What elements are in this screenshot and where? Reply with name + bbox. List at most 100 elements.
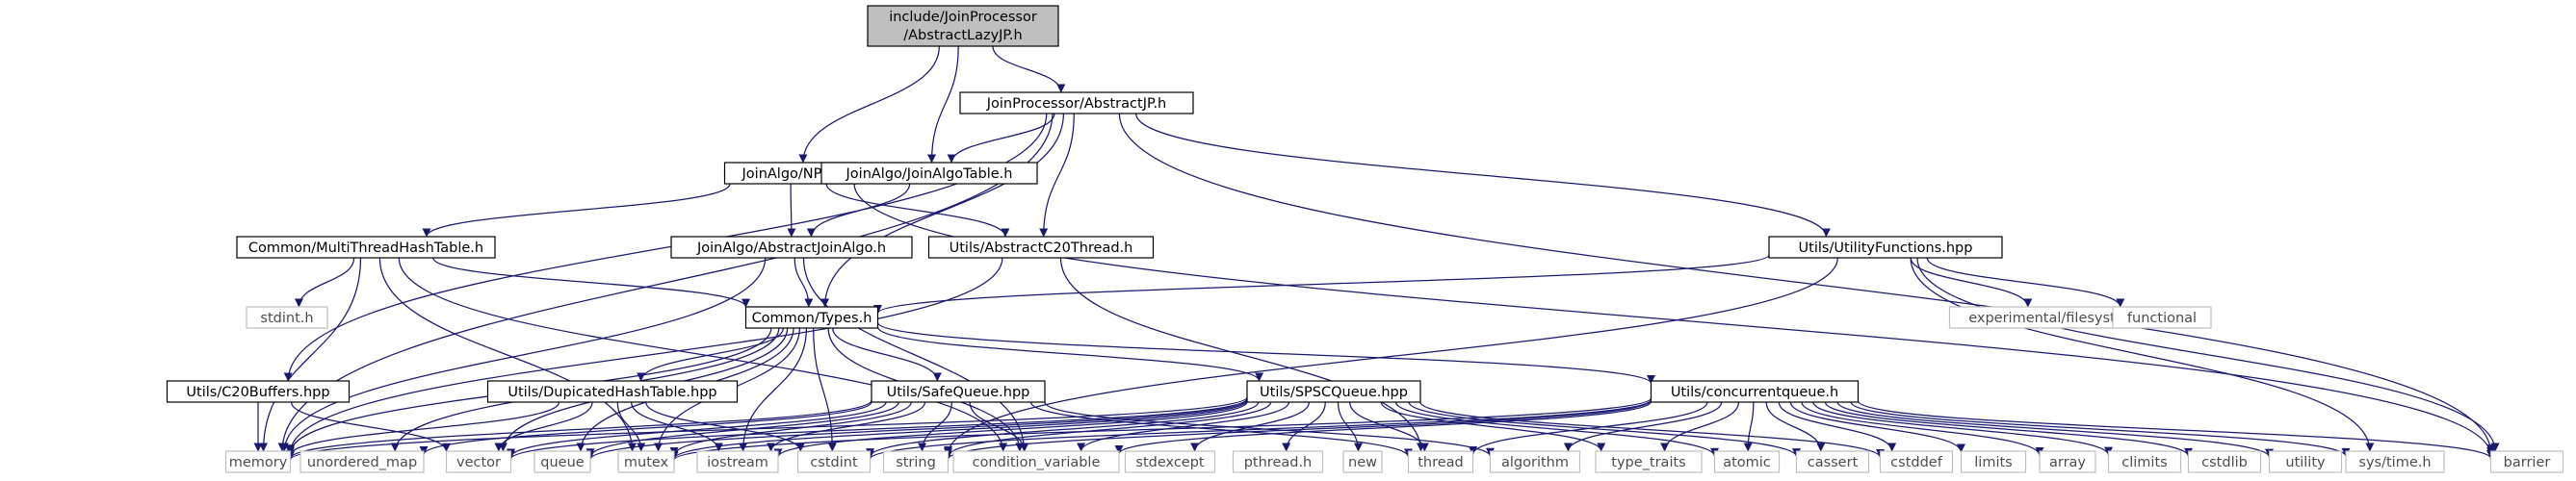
node-include-joinprocessor-abstractlazyjp-h[interactable]: include/JoinProcessor/AbstractLazyJP.h (867, 5, 1059, 47)
node-label: thread (1418, 455, 1464, 470)
node-label: queue (540, 455, 585, 470)
edge-concqueue-to-string (944, 399, 1652, 460)
node-algorithm: algorithm (1489, 450, 1581, 473)
edge-abstractjp-to-joinalgotable (947, 113, 1055, 164)
node-label: type_traits (1611, 455, 1685, 470)
node-box (927, 236, 1155, 259)
node-sys-time-h: sys/time.h (2345, 450, 2445, 473)
node-box (1595, 450, 1703, 473)
node-box (1246, 380, 1421, 403)
node-label: pthread.h (1244, 455, 1313, 470)
node-box (744, 306, 879, 329)
node-label: JoinAlgo/NPJ.h (742, 166, 840, 182)
node-experimental-filesystem: experimental/filesystem (1948, 306, 2158, 329)
node-pthread-h: pthread.h (1232, 450, 1324, 473)
node-common-types-h[interactable]: Common/Types.h (744, 306, 879, 329)
node-label: Utils/C20Buffers.hpp (186, 385, 329, 400)
edge-concqueue-to-systime (1850, 401, 2351, 457)
node-joinalgo-joinalgotable-h[interactable]: JoinAlgo/JoinAlgoTable.h (820, 162, 1038, 185)
node-box (1650, 380, 1860, 403)
edge-spscqueue-to-mutex (669, 399, 1248, 460)
node-box (445, 450, 512, 473)
edge-c20buffers-to-vector (290, 401, 451, 452)
node-utils-dupicatedhashtable-hpp[interactable]: Utils/DupicatedHashTable.hpp (486, 380, 739, 403)
node-memory: memory (224, 450, 292, 473)
node-box (1713, 450, 1781, 473)
edge-spscqueue-to-vector (507, 397, 1248, 460)
node-label: mutex (624, 455, 669, 470)
edge-utilityfns-to-functional (1926, 257, 2125, 308)
node-box (2489, 450, 2564, 473)
node-utils-spscqueue-hpp[interactable]: Utils/SPSCQueue.hpp (1246, 380, 1421, 403)
edge-spscqueue-to-new (1337, 401, 1363, 452)
edge-npj-to-c20thread (825, 183, 1010, 238)
node-label: JoinAlgo/AbstractJoinAlgo.h (696, 240, 886, 256)
edge-types-to-iostream (739, 327, 808, 452)
node-label: unordered_map (307, 455, 417, 470)
node-queue: queue (533, 450, 591, 473)
edge-spscqueue-to-pthread (1282, 401, 1326, 452)
node-box (1879, 450, 1954, 473)
edge-spscqueue-to-queue (585, 398, 1248, 460)
node-label: cstdlib (2201, 455, 2248, 470)
edge-spscqueue-to-iostream (773, 401, 1248, 458)
node-limits: limits (1960, 450, 2027, 473)
node-box (1342, 450, 1383, 473)
node-label: JoinProcessor/AbstractJP.h (986, 96, 1167, 112)
edge-concqueue-to-condvar (1114, 400, 1652, 455)
node-label: limits (1974, 455, 2012, 470)
node-joinprocessor-abstractjp-h[interactable]: JoinProcessor/AbstractJP.h (959, 91, 1194, 114)
node-box (696, 450, 779, 473)
edge-spscqueue-to-thread (1349, 401, 1429, 452)
node-box (1768, 236, 2003, 259)
node-box (882, 450, 950, 473)
node-label: iostream (707, 455, 768, 470)
edge-safequeue-to-thread (1029, 401, 1413, 458)
node-utils-abstractc20thread-h[interactable]: Utils/AbstractC20Thread.h (927, 236, 1155, 259)
node-box (1795, 450, 1870, 473)
edge-safequeue-to-vector (507, 401, 887, 458)
node-label: Utils/DupicatedHashTable.hpp (507, 385, 716, 400)
node-label: vector (456, 455, 501, 470)
node-label: cassert (1808, 455, 1859, 470)
node-common-multithreadhashtable-h[interactable]: Common/MultiThreadHashTable.h (236, 236, 496, 259)
node-box (2107, 450, 2182, 473)
node-utils-utilityfunctions-hpp[interactable]: Utils/UtilityFunctions.hpp (1768, 236, 2003, 259)
node-utils-c20buffers-hpp[interactable]: Utils/C20Buffers.hpp (166, 380, 351, 403)
edge-concqueue-to-type_traits (1660, 401, 1740, 452)
node-atomic: atomic (1713, 450, 1781, 473)
edge-abstractjp-to-barrier (1118, 113, 2495, 454)
edge-mtht-to-memory (259, 257, 362, 452)
node-label: functional (2127, 311, 2197, 326)
node-label: cstdint (810, 455, 858, 470)
node-condition-variable: condition_variable (952, 450, 1120, 473)
edge-safequeue-to-iostream (767, 401, 926, 452)
node-utils-safequeue-hpp[interactable]: Utils/SafeQueue.hpp (871, 380, 1046, 403)
node-joinalgo-abstractjoinalgo-h[interactable]: JoinAlgo/AbstractJoinAlgo.h (670, 236, 913, 259)
node-label: string (896, 455, 936, 470)
edge-concqueue-to-barrier (1857, 400, 2495, 460)
edge-types-to-concqueue (876, 321, 1655, 385)
edge-abstractjp-to-types (820, 113, 1065, 308)
edge-utilityfns-to-string (944, 257, 1838, 456)
node-label: array (2049, 455, 2086, 470)
node-box (867, 5, 1059, 47)
node-cstdlib: cstdlib (2187, 450, 2262, 473)
node-box (2112, 306, 2212, 329)
node-box (617, 450, 675, 473)
node-label: cstddef (1890, 455, 1943, 470)
edge-concqueue-to-cstddef (1778, 401, 1897, 452)
edge-safequeue-to-unordered_map (419, 401, 872, 455)
edge-mtht-to-stdint_h (294, 257, 355, 308)
edge-types-to-dupht (637, 327, 785, 382)
node-box (224, 450, 292, 473)
edge-dupht-to-memory (286, 401, 560, 456)
edge-concqueue-to-mutex (669, 397, 1652, 461)
edge-utilityfns-to-systime (1910, 257, 2375, 452)
node-vector: vector (445, 450, 512, 473)
node-box (246, 306, 328, 329)
node-utils-concurrentqueue-h[interactable]: Utils/concurrentqueue.h (1650, 380, 1860, 403)
edge-joinalgotable-to-abstractjoinalgo (806, 183, 911, 238)
edge-spscqueue-to-cstddef (1419, 401, 1885, 458)
node-label: Common/MultiThreadHashTable.h (248, 240, 483, 256)
